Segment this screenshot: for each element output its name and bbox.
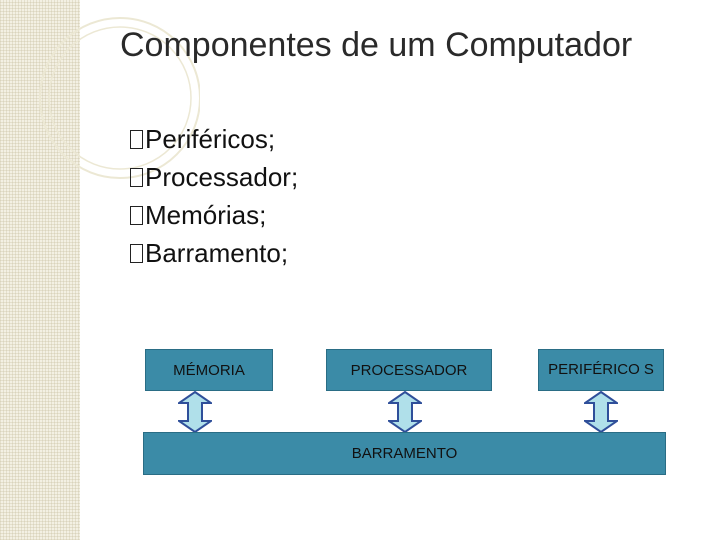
bullet-text: Periféricos; (145, 124, 276, 154)
bullet-text: Memórias; (145, 200, 267, 230)
memory-box: MÉMORIA (145, 349, 273, 391)
decorative-circles (39, 17, 200, 179)
up-down-arrow-icon (388, 391, 422, 433)
bullet-text: Processador; (145, 162, 299, 192)
slide-title: Componentes de um Computador (120, 26, 633, 64)
bullet-item: Processador; (130, 158, 298, 196)
bullet-item: Barramento; (130, 234, 298, 272)
bullet-square-icon (130, 243, 143, 263)
processor-box: PROCESSADOR (326, 349, 492, 391)
bullet-text: Barramento; (145, 238, 289, 268)
bullet-item: Periféricos; (130, 120, 298, 158)
bullet-square-icon (130, 205, 143, 225)
peripherals-box: PERIFÉRICO S (538, 349, 664, 391)
up-down-arrow-icon (178, 391, 212, 433)
bullet-square-icon (130, 167, 143, 187)
up-down-arrow-icon (584, 391, 618, 433)
bullet-square-icon (130, 129, 143, 149)
bus-bar: BARRAMENTO (143, 432, 666, 475)
bullet-list: Periféricos; Processador; Memórias; Barr… (130, 120, 298, 272)
bullet-item: Memórias; (130, 196, 298, 234)
